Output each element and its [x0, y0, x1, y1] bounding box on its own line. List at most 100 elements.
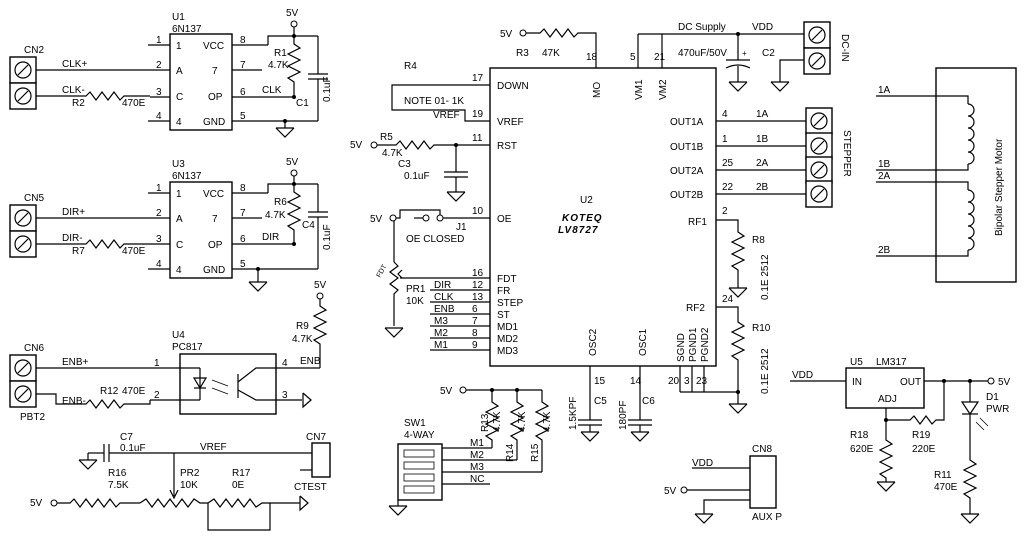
cn5-net-dirp: DIR+: [62, 207, 85, 218]
u3-5v-label: 5V: [286, 157, 299, 168]
r7-val: 470E: [122, 246, 146, 257]
u2-pin-16: 16: [472, 268, 484, 279]
u2-lbl-osc2: OSC2: [588, 328, 599, 356]
stepper-terminal-1: [805, 107, 833, 135]
r14-ref: R14: [505, 443, 516, 462]
u3-pin-1: 1: [156, 183, 162, 194]
j1-5v-node: [389, 214, 397, 222]
u3-lbl-4: 4: [176, 265, 182, 276]
u1-pin-8: 8: [240, 35, 246, 46]
sw1-switch-1[interactable]: [403, 449, 435, 458]
r6-val: 4.7K: [265, 210, 286, 221]
r7-ref: R7: [72, 246, 85, 257]
j1-ref: J1: [456, 222, 467, 233]
c1-val: 0.1uF: [322, 76, 333, 102]
sw1-switch-2[interactable]: [403, 461, 435, 470]
u2-lbl-md3: MD3: [497, 346, 519, 357]
u1-lbl-vcc: VCC: [203, 41, 224, 52]
u2-pin-3: 3: [684, 376, 690, 387]
net-m2: M2: [434, 328, 448, 339]
sw1-net-m3: M3: [470, 462, 484, 473]
u5-lbl-in: IN: [852, 377, 862, 388]
u2-pin-18: 18: [586, 52, 598, 63]
u3-lbl-7: 7: [212, 214, 218, 225]
u1-pin-2: 2: [156, 60, 162, 71]
cn6-terminal-2: [9, 380, 37, 408]
sw1-switch-4[interactable]: [403, 485, 435, 494]
u3-pin-3: 3: [156, 234, 162, 245]
motor-coil-a: [967, 103, 975, 165]
u3-pin-7: 7: [240, 208, 246, 219]
r19-resistor: [886, 381, 945, 425]
u2-lbl-md2: MD2: [497, 334, 519, 345]
u3-lbl-c: C: [176, 240, 183, 251]
r5-resistor: [377, 140, 470, 150]
stepper-terminal-3: [805, 156, 833, 184]
u2-brand: KOTEQ: [562, 213, 603, 224]
r14-val: 4.7K: [517, 411, 528, 432]
u4-gnd-arrow: [302, 392, 312, 408]
c7-gnd-symbol: [78, 459, 98, 470]
r17-resistor: [207, 498, 300, 508]
r8-val: 0.1E 2512: [760, 254, 771, 300]
u1-lbl-4: 4: [176, 117, 182, 128]
r10-ref: R10: [752, 323, 771, 334]
r3-ref: R3: [516, 48, 529, 59]
cn6-net-enbp: ENB+: [62, 357, 89, 368]
r19-val: 220E: [912, 444, 936, 455]
u2-lbl-rf2: RF2: [686, 303, 705, 314]
cn5-net-dirm: DIR-: [62, 233, 83, 244]
r15-resistor: [534, 390, 550, 472]
u2-pin-10: 10: [472, 206, 484, 217]
cn8-vdd-net: VDD: [692, 458, 713, 469]
c2-ref: C2: [762, 48, 775, 59]
u2-lbl-mo: MO: [592, 82, 603, 98]
u4-optocoupler: [179, 353, 277, 415]
clk-out-net: CLK: [262, 85, 282, 96]
r15-ref: R15: [530, 443, 541, 462]
u2-lbl-step: STEP: [497, 298, 523, 309]
r5-ref: R5: [380, 132, 393, 143]
r16-resistor: [57, 498, 140, 508]
cn8-sub: AUX P: [752, 512, 782, 523]
r19-ref: R19: [912, 430, 931, 441]
u5-ref: U5: [850, 357, 863, 368]
stepper-net-2b: 2B: [756, 182, 769, 193]
sw1-dip-switch[interactable]: [397, 443, 443, 501]
u1-pin-7: 7: [240, 60, 246, 71]
u2-pin-12: 12: [472, 280, 484, 291]
c5-val: 1.5KPF: [568, 397, 579, 430]
u2-lbl-oe: OE: [497, 214, 512, 225]
u2-pin-24: 24: [722, 294, 734, 305]
u3-optocoupler: U3 6N137 1 2 3 4 1 A C 4 VCC 7 OP GND 8 …: [92, 159, 318, 279]
cn2-net-clkm: CLK-: [62, 85, 85, 96]
r9-val: 4.7K: [292, 334, 313, 345]
u3-pin-6: 6: [240, 234, 246, 245]
u1-5v-node: [290, 20, 298, 28]
r5-5v-node: [370, 141, 378, 149]
u2-pin-19: 19: [472, 109, 484, 120]
u2-pin-1: 1: [722, 134, 728, 145]
u1-part: 6N137: [172, 24, 202, 35]
u3-lbl-1: 1: [176, 189, 182, 200]
u1-lbl-op: OP: [208, 92, 223, 103]
r18-val: 620E: [850, 444, 874, 455]
r1-val: 4.7K: [268, 60, 289, 71]
r4-vref-net: VREF: [433, 110, 460, 121]
u2-part: LV8727: [558, 225, 598, 236]
ctest-gnd-arrow: [299, 495, 309, 511]
r9-resistor: [312, 299, 328, 368]
u1-lbl-a: A: [176, 66, 183, 77]
u2-pin-4: 4: [722, 109, 728, 120]
u2-pin-7: 7: [472, 316, 478, 327]
u2-pin-5: 5: [630, 52, 636, 63]
r3-val: 47K: [542, 48, 560, 59]
u2-lbl-fr: FR: [497, 286, 510, 297]
pr1-gnd-symbol: [384, 327, 404, 338]
sw1-switch-3[interactable]: [403, 473, 435, 482]
stepper-terminal-2: [805, 132, 833, 160]
sw1-net-m2: M2: [470, 450, 484, 461]
pr2-ref: PR2: [180, 468, 200, 479]
dc-in-terminal-1: [803, 21, 831, 49]
u1-lbl-1: 1: [176, 41, 182, 52]
